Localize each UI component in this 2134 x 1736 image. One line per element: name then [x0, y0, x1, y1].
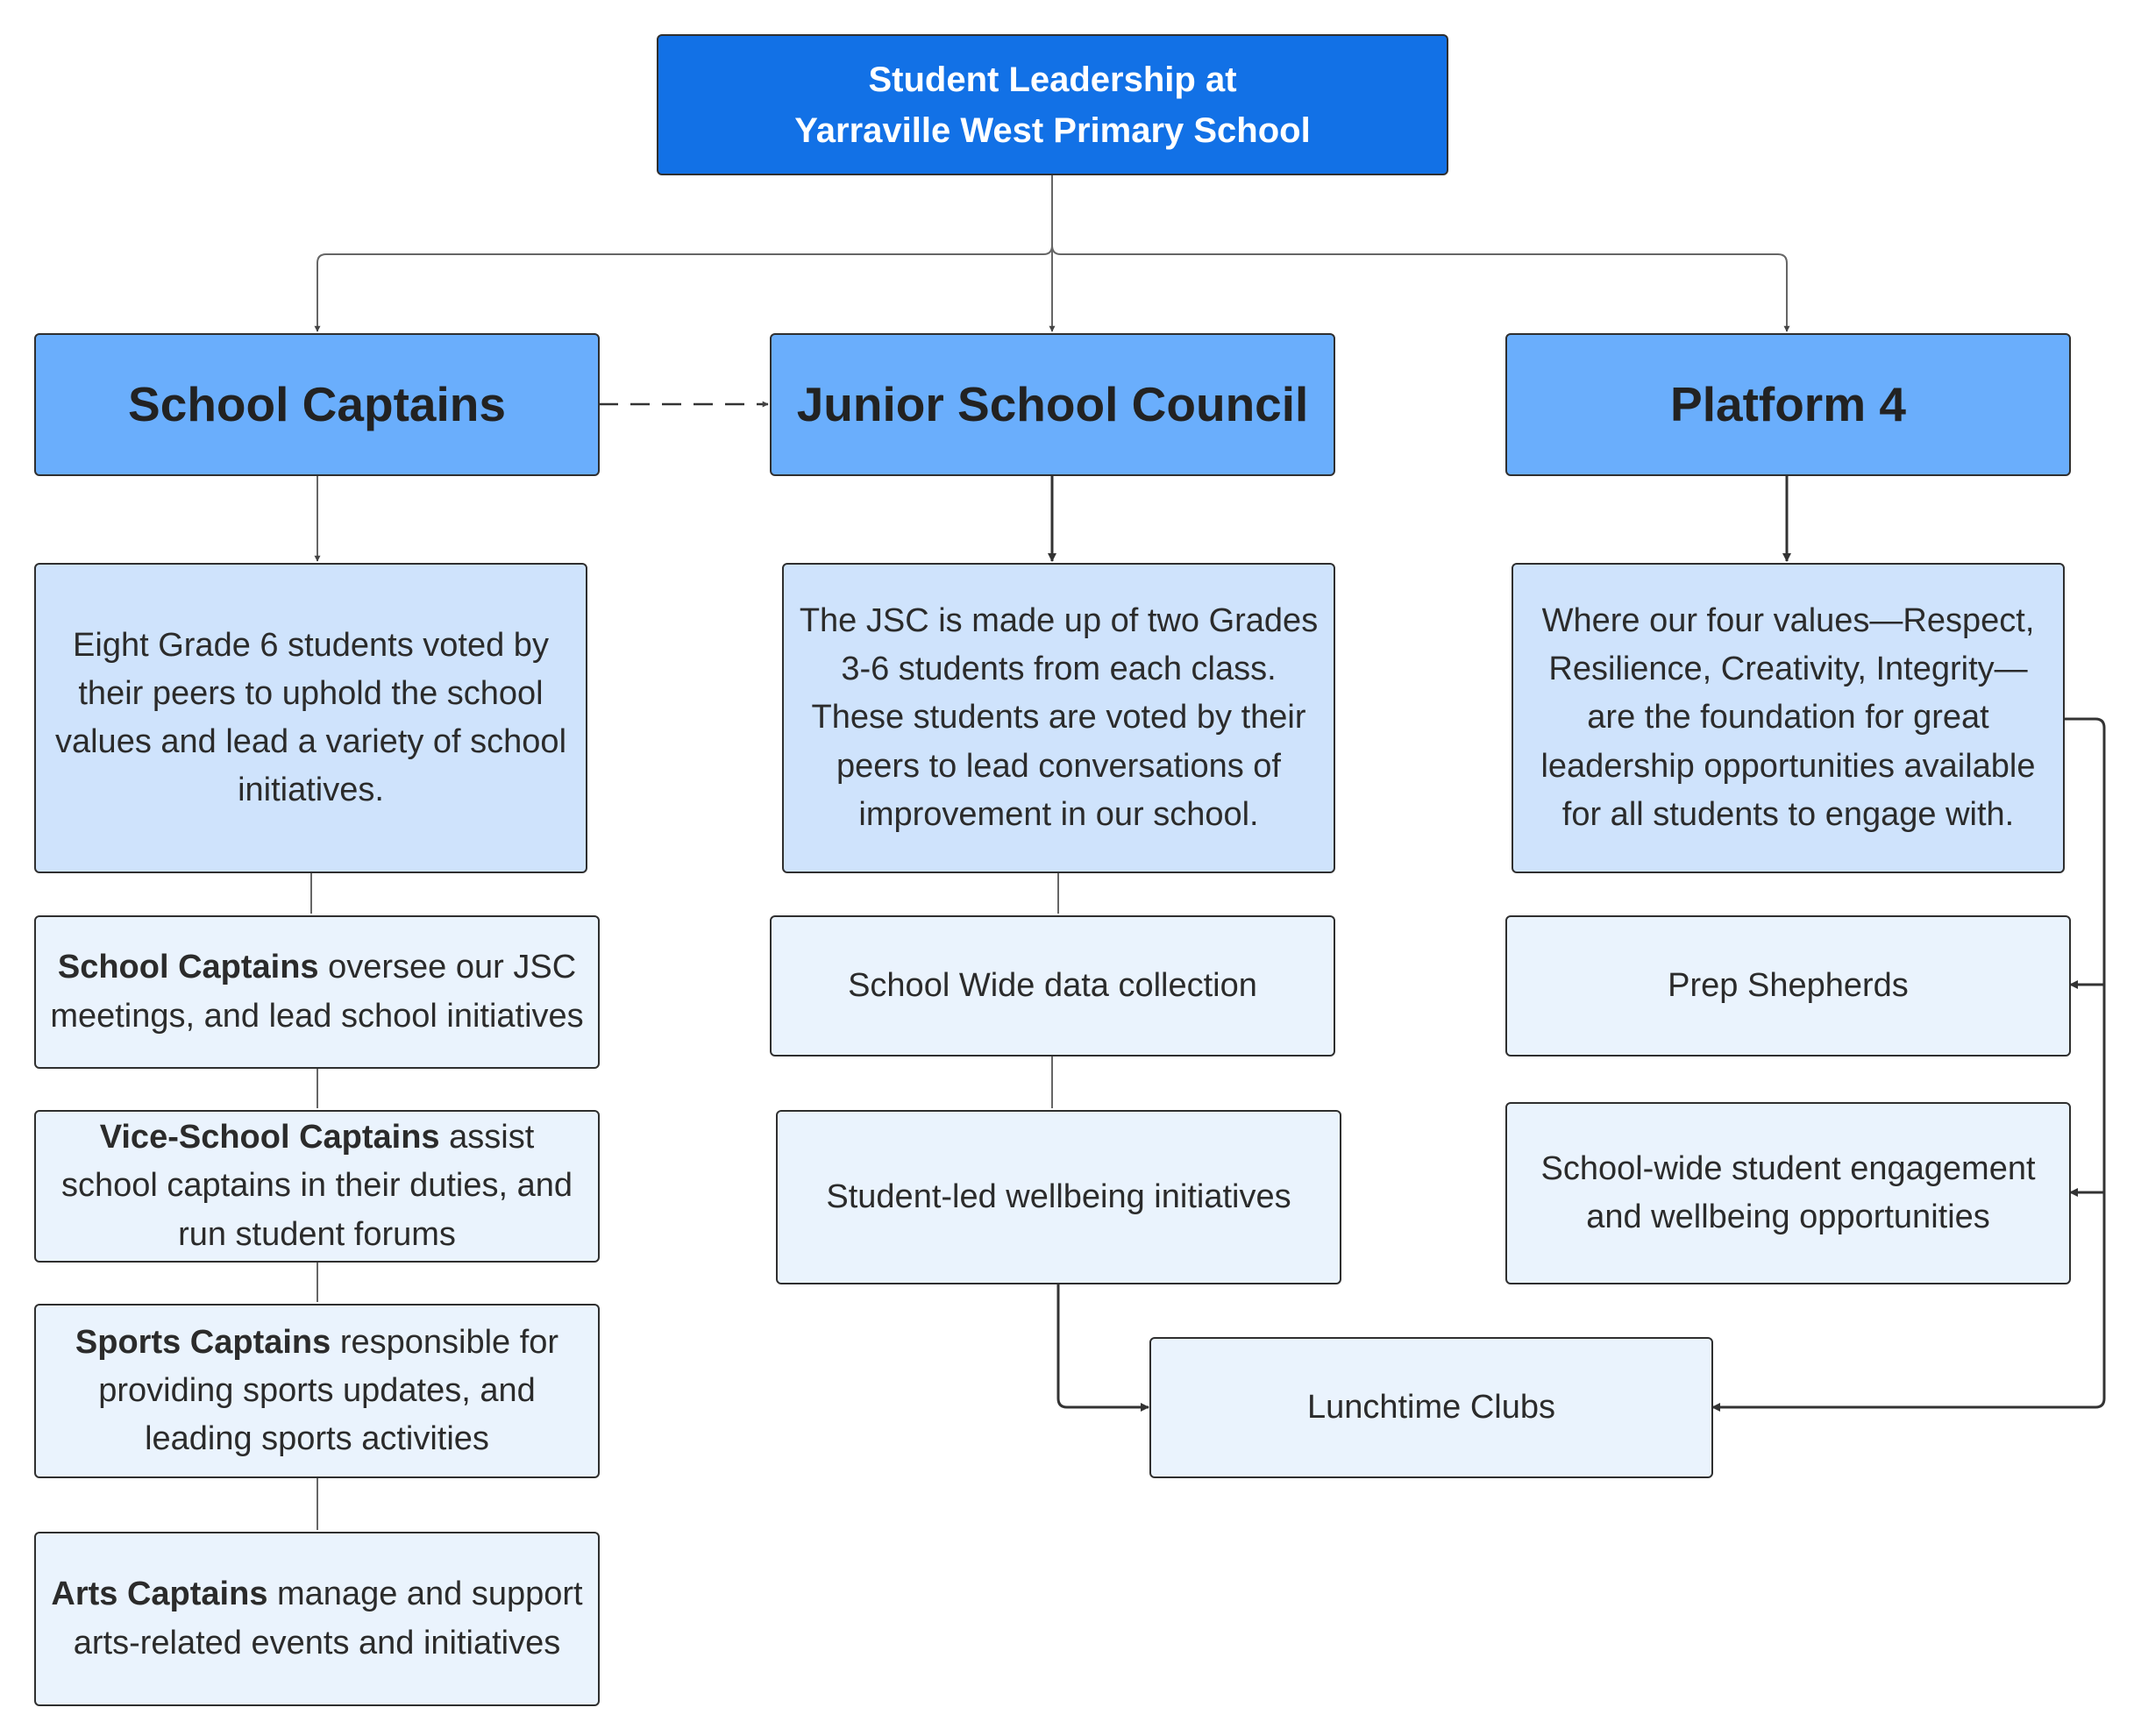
- connector-root-to-captains: [314, 174, 1053, 332]
- root-node: Student Leadership at Yarraville West Pr…: [657, 34, 1448, 175]
- platform-4-description-text: Where our four values—Respect, Resilienc…: [1540, 602, 2036, 833]
- role-name: School Captains: [57, 949, 319, 986]
- school-captains-description-text: Eight Grade 6 students voted by their pe…: [54, 626, 567, 809]
- root-title-line-2: Yarraville West Primary School: [794, 110, 1311, 150]
- platform-4-description: Where our four values—Respect, Resilienc…: [1512, 563, 2065, 873]
- jsc-item-text: School Wide data collection: [848, 966, 1257, 1004]
- platform-4-title: Platform 4: [1670, 376, 1906, 431]
- connector-wellbeing-to-clubs: [1056, 1284, 1149, 1412]
- lunchtime-clubs-text: Lunchtime Clubs: [1306, 1388, 1556, 1426]
- jsc-description-text: The JSC is made up of two Grades 3-6 stu…: [799, 602, 1319, 833]
- role-arts-captains: Arts Captains manage and support arts-re…: [34, 1532, 600, 1706]
- connector-platform-bus: [1711, 717, 2106, 1412]
- root-title-line-1: Student Leadership at: [868, 60, 1237, 99]
- jsc-item-wellbeing: Student-led wellbeing initiatives: [776, 1110, 1341, 1284]
- role-text: assist school captains in their duties, …: [60, 1119, 573, 1253]
- role-text: oversee our JSC meetings, and lead schoo…: [50, 949, 584, 1035]
- jsc-title: Junior School Council: [796, 376, 1309, 431]
- school-captains-title: School Captains: [128, 376, 506, 431]
- platform-item-prep-shepherds: Prep Shepherds: [1505, 915, 2071, 1057]
- role-sports-captains: Sports Captains responsible for providin…: [34, 1304, 600, 1478]
- jsc-item-data-collection: School Wide data collection: [770, 915, 1335, 1057]
- role-text: responsible for providing sports updates…: [98, 1323, 559, 1458]
- role-name: Vice-School Captains: [99, 1119, 440, 1156]
- platform-4-header: Platform 4: [1505, 333, 2071, 476]
- jsc-item-text: Student-led wellbeing initiatives: [826, 1177, 1291, 1215]
- role-text: manage and support arts-related events a…: [73, 1576, 583, 1661]
- jsc-header: Junior School Council: [770, 333, 1335, 476]
- role-vice-school-captains: Vice-School Captains assist school capta…: [34, 1110, 600, 1263]
- role-name: Arts Captains: [51, 1576, 268, 1613]
- lunchtime-clubs: Lunchtime Clubs: [1149, 1337, 1713, 1478]
- platform-item-text: School-wide student engagement and wellb…: [1540, 1149, 2036, 1235]
- school-captains-description: Eight Grade 6 students voted by their pe…: [34, 563, 587, 873]
- school-captains-header: School Captains: [34, 333, 600, 476]
- platform-item-text: Prep Shepherds: [1668, 966, 1909, 1004]
- role-school-captains: School Captains oversee our JSC meetings…: [34, 915, 600, 1069]
- role-name: Sports Captains: [75, 1323, 331, 1361]
- connector-root-to-platform: [1051, 174, 1790, 332]
- platform-item-engagement: School-wide student engagement and wellb…: [1505, 1102, 2071, 1284]
- jsc-description: The JSC is made up of two Grades 3-6 stu…: [782, 563, 1335, 873]
